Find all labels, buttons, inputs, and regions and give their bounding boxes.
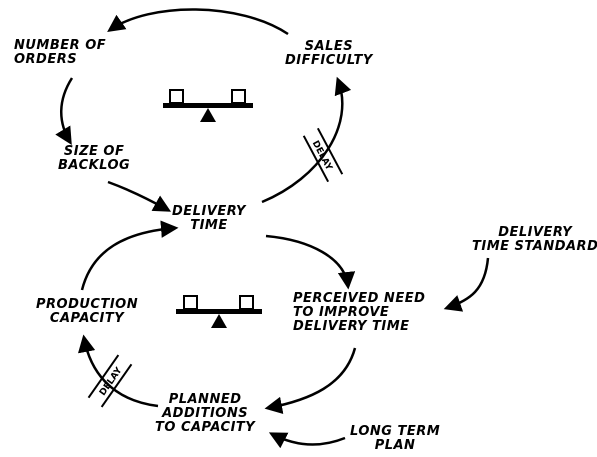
arrow-number-of-orders-to-size-of-backlog: [55, 77, 74, 146]
balance-scale-icon: [163, 89, 253, 122]
delay-box-lower: DELAY: [87, 354, 133, 408]
arrow-delivery-time-to-sales-difficulty: [261, 76, 352, 204]
arrow-production-capacity-to-delivery-time: [80, 220, 179, 291]
arrow-size-of-backlog-to-delivery-time: [107, 180, 172, 212]
node-planned-additions: PLANNED ADDITIONS TO CAPACITY: [155, 392, 256, 435]
node-long-term-plan: LONG TERM PLAN: [350, 424, 441, 453]
node-delivery-time: DELIVERY TIME: [172, 204, 246, 233]
node-production-capacity: PRODUCTION CAPACITY: [36, 297, 139, 326]
arrow-long-term-plan-to-planned-additions: [268, 432, 346, 449]
arrow-sales-difficulty-to-number-of-orders: [107, 8, 289, 36]
node-sales-difficulty: SALES DIFFICULTY: [285, 39, 373, 68]
delay-box-upper: DELAY: [302, 127, 344, 183]
node-size-of-backlog: SIZE OF BACKLOG: [58, 144, 131, 173]
arrow-perceived-need-to-planned-additions: [264, 347, 357, 414]
arrow-delivery-time-standard-to-perceived-need: [443, 257, 490, 312]
arrow-delivery-time-to-perceived-need: [265, 234, 356, 290]
node-number-of-orders: NUMBER OF ORDERS: [14, 38, 107, 67]
node-delivery-time-standard: DELIVERY TIME STANDARD: [472, 225, 597, 254]
arrow-planned-additions-to-production-capacity: [77, 334, 159, 408]
balance-scale-icon: [176, 295, 262, 328]
node-perceived-need: PERCEIVED NEED TO IMPROVE DELIVERY TIME: [293, 291, 426, 334]
